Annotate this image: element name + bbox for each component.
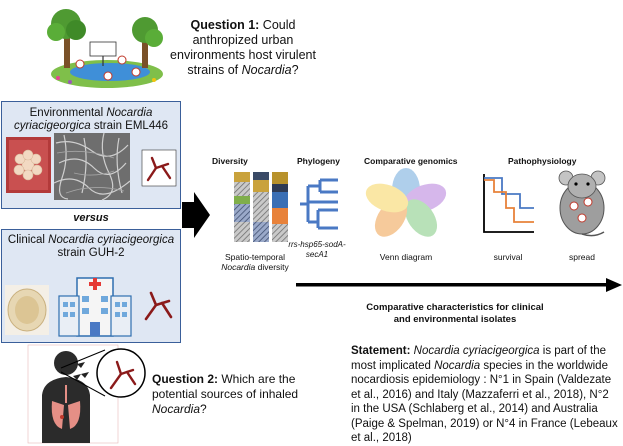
versus-label: versus <box>73 212 109 224</box>
question-2-label: Question 2: <box>152 372 219 386</box>
venn-diagram <box>365 168 447 237</box>
statement-part-3: species in the worldwide nocardiosis epi… <box>351 359 618 445</box>
statement-species: Nocardia cyriacigeorgica <box>413 345 540 357</box>
question-1-label: Question 1: <box>190 18 260 32</box>
comparison-arrow <box>296 278 622 292</box>
survival-caption: survival <box>493 252 523 262</box>
inhalation-zoom-icon <box>60 348 146 398</box>
environmental-strain-title: Environmental Nocardia cyriacigeorgica s… <box>2 107 180 133</box>
human-lungs-illustration <box>27 344 119 444</box>
diversity-caption-3: diversity <box>255 262 289 272</box>
clinical-filament-icon <box>144 291 173 321</box>
diversity-caption-2: Nocardia <box>221 262 256 272</box>
hospital-icon <box>58 277 132 337</box>
comparative-genomics-heading: Comparative genomics <box>364 156 458 166</box>
urban-environment-illustration <box>47 9 163 88</box>
clinical-colony-image <box>5 285 49 335</box>
clinical-suffix: strain GUH-2 <box>57 247 125 259</box>
comparative-caption: Comparative characteristics for clinical… <box>340 302 570 326</box>
question-2-genus: Nocardia <box>152 402 201 416</box>
diversity-heading: Diversity <box>212 156 248 166</box>
phylogeny-caption: rrs-hsp65-sodA-secA1 <box>286 240 348 260</box>
diversity-caption: Spatio-temporal Nocardia diversity <box>215 252 295 272</box>
clinical-species: Nocardia cyriacigeorgica <box>48 234 175 246</box>
environmental-suffix: strain EML446 <box>90 120 169 132</box>
diversity-stacked-bars <box>234 172 288 242</box>
question-1-genus: Nocardia <box>241 63 292 77</box>
phylogeny-tree <box>300 178 338 230</box>
comparative-line-1: Comparative characteristics for clinical <box>366 302 544 313</box>
environmental-species: Nocardia cyriacigeorgica <box>13 107 153 132</box>
spread-caption: spread <box>569 252 595 262</box>
environmental-colony-image <box>6 137 51 193</box>
statement-label: Statement: <box>351 345 411 357</box>
environmental-prefix: Environmental <box>29 107 107 119</box>
question-1-text: Could anthropized urban environments hos… <box>170 18 316 77</box>
question-2-end: ? <box>200 402 207 416</box>
question-1: Question 1: Could anthropized urban envi… <box>168 18 318 78</box>
question-2: Question 2: Which are the potential sour… <box>152 372 314 417</box>
statement-part-2: is part of the most implicated <box>351 345 607 372</box>
flow-arrow <box>182 192 210 238</box>
statement-text: Statement: Nocardia cyriacigeorgica is p… <box>351 344 619 446</box>
venn-caption: Venn diagram <box>379 252 433 262</box>
mouse-illustration <box>558 170 606 237</box>
environmental-sem-image <box>53 132 131 201</box>
clinical-prefix: Clinical <box>7 234 49 246</box>
pathophysiology-heading: Pathophysiology <box>508 156 577 166</box>
phylogeny-heading: Phylogeny <box>297 156 340 166</box>
question-1-end: ? <box>291 63 299 77</box>
clinical-strain-title: Clinical Nocardia cyriacigeorgica strain… <box>2 234 180 260</box>
phylogeny-caption-text: rrs-hsp65-sodA-secA1 <box>288 240 346 259</box>
environmental-filament-icon <box>141 149 177 187</box>
comparative-line-2: and environmental isolates <box>393 314 517 325</box>
diversity-caption-1: Spatio-temporal <box>224 252 285 262</box>
survival-curve <box>483 174 534 233</box>
question-2-text: Which are the potential sources of inhal… <box>152 372 299 401</box>
statement-genus: Nocardia <box>434 359 481 372</box>
